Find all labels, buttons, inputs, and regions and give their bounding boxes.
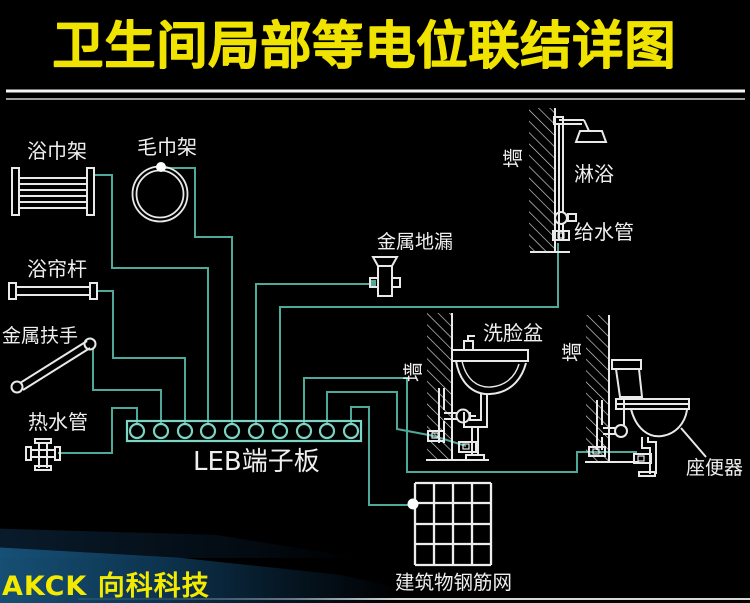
watermark-text: AKCK 向科科技 <box>2 571 210 602</box>
basin-faucet <box>463 335 475 349</box>
wash-basin-area <box>426 313 529 461</box>
toilet-bowl <box>630 408 688 438</box>
toilet-drain-clamp <box>633 453 652 464</box>
shower-pipe-clamp <box>552 230 570 241</box>
label-wall-basin: 墙 <box>401 362 425 382</box>
bath-towel-rack-symbol <box>11 167 95 216</box>
shower-riser-pipe <box>558 124 564 240</box>
label-building-rebar-mesh: 建筑物钢筋网 <box>395 571 512 594</box>
label-bath-towel-rack: 浴巾架 <box>27 139 87 163</box>
toilet-valve <box>614 424 628 438</box>
wire-toilet <box>303 377 637 473</box>
wire-shower-supply <box>279 243 559 424</box>
label-wall-shower: 墙 <box>501 148 525 168</box>
mesh-bond-dot <box>407 498 419 510</box>
toilet-tank <box>614 368 644 398</box>
wire-bath-towel-rack <box>95 174 209 424</box>
wire-towel-ring <box>164 167 233 424</box>
label-toilet: 座便器 <box>686 457 743 479</box>
basin-drain-clamp <box>458 441 477 453</box>
page-title: 卫生间局部等电位联结详图 <box>52 17 677 76</box>
shower-area <box>529 108 608 253</box>
bond-dot <box>156 162 166 172</box>
rebar-mesh-symbol <box>407 481 493 567</box>
metal-handrail-symbol <box>10 337 97 394</box>
toilet-leader-line <box>680 427 707 458</box>
shower-curtain-rod-symbol <box>8 282 98 300</box>
label-metal-floor-drain: 金属地漏 <box>377 231 453 253</box>
shower-valve <box>554 211 568 225</box>
toilet-area <box>585 315 707 477</box>
label-water-supply-pipe: 给水管 <box>574 220 634 244</box>
wire-handrail <box>92 349 162 424</box>
basin-wall-clamp <box>427 430 445 442</box>
label-wall-toilet: 墙 <box>560 342 584 362</box>
toilet-tank-lid <box>611 359 642 370</box>
basin-trap <box>463 394 488 428</box>
basin-bowl <box>455 360 527 396</box>
leb-terminal-board <box>125 419 363 443</box>
label-metal-handrail: 金属扶手 <box>2 325 78 347</box>
wire-rebar-mesh <box>350 406 409 506</box>
hot-water-pipe-symbol <box>25 438 61 471</box>
toilet-wall-clamp <box>588 446 606 457</box>
wire-floor-drain <box>255 283 371 424</box>
title-divider <box>6 89 745 100</box>
shower-head <box>574 130 608 143</box>
label-wash-basin: 洗脸盆 <box>483 321 543 345</box>
label-towel-ring: 毛巾架 <box>137 135 197 159</box>
wire-curtain-rod <box>97 290 186 424</box>
basin-counter <box>453 349 529 362</box>
label-hot-water-pipe: 热水管 <box>28 410 88 434</box>
towel-ring-symbol <box>131 162 189 223</box>
label-leb-terminal-board: LEB端子板 <box>193 447 320 477</box>
label-shower-curtain-rod: 浴帘杆 <box>27 257 87 281</box>
wire-hot-water-pipe <box>58 407 138 454</box>
floor-drain-symbol <box>369 256 401 297</box>
label-shower: 淋浴 <box>574 162 614 186</box>
drain-bond-tab <box>370 280 376 286</box>
shower-wall-hatch <box>529 108 554 253</box>
